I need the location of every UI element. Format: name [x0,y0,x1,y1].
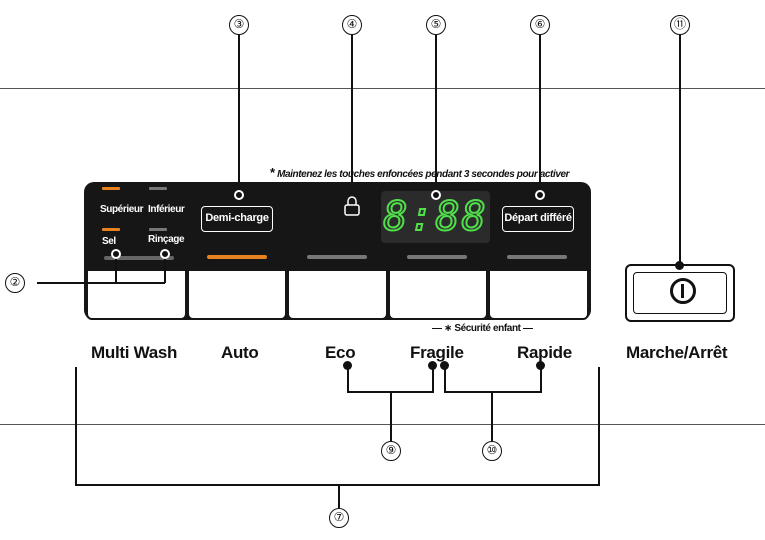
fragile-bar [407,255,467,259]
callout-6: ⑥ [530,15,550,35]
program-keys [86,268,589,322]
bracket-9-stem [390,391,392,441]
eco-dot [343,361,352,370]
multiwash-bar [104,256,174,260]
salt-lower-label: Inférieur [148,204,185,215]
display-digits: 8:88 [382,193,488,241]
leader-2-right-ring [160,249,170,259]
program-label-auto: Auto [221,343,259,362]
padlock-icon [343,195,361,217]
power-button[interactable] [625,264,735,322]
leader-2-right-stem [164,256,166,283]
salt-lower-led [149,187,167,190]
fragile-dot-b [440,361,449,370]
hold-note-marker: * [270,165,275,180]
bracket-10-right [540,366,542,392]
bracket-7-bottom [75,484,600,486]
callout-4: ④ [342,15,362,35]
callout-9: ⑨ [381,441,401,461]
half-load-button[interactable]: Demi-charge [201,206,273,232]
program-label-eco: Eco [325,343,356,362]
eco-key[interactable] [287,268,388,320]
bracket-9-left [347,366,349,392]
power-icon [670,278,696,304]
auto-key[interactable] [187,268,287,320]
hold-note: * Maintenez les touches enfoncées pendan… [270,165,570,180]
callout-5: ⑤ [426,15,446,35]
leader-4 [351,35,353,185]
salt-upper-label: Supérieur [100,204,144,215]
leader-6-ring [535,190,545,200]
rapide-bar [507,255,567,259]
program-label-fragile: Fragile [410,343,464,362]
bracket-9-right [432,366,434,392]
leader-5 [435,35,437,195]
callout-7: ⑦ [329,508,349,528]
auto-bar [207,255,267,259]
bracket-7-right [598,367,600,485]
bracket-7-left [75,367,77,485]
bracket-7-stem [338,484,340,508]
power-label: Marche/Arrêt [626,343,728,362]
leader-11-dot [675,261,684,270]
hold-note-text: Maintenez les touches enfoncées pendant … [277,169,570,180]
fragile-dot-a [428,361,437,370]
callout-3: ③ [229,15,249,35]
program-label-multiwash: Multi Wash [91,343,178,362]
leader-6 [539,35,541,195]
program-label-rapide: Rapide [517,343,572,362]
bracket-10-left [444,366,446,392]
sel-led [102,228,120,231]
leader-3 [238,35,240,195]
child-lock-note: — ∗ Sécurité enfant — [432,323,533,334]
rincage-label: Rinçage [148,234,185,245]
leader-3-ring [234,190,244,200]
fragile-key[interactable] [388,268,488,320]
power-button-face [633,272,727,314]
callout-10: ⑩ [482,441,502,461]
salt-upper-led [102,187,120,190]
eco-bar [307,255,367,259]
rapide-dot [536,361,545,370]
delay-start-button[interactable]: Départ différé [502,206,574,232]
bracket-10-bottom [444,391,542,393]
leader-2-horizontal [37,282,165,284]
multiwash-key[interactable] [86,268,187,320]
leader-2-left-stem [115,256,117,283]
callout-2: ② [5,273,25,293]
sel-label: Sel [102,236,116,247]
rapide-key[interactable] [488,268,589,320]
top-guide-line [0,88,765,89]
rincage-led [149,228,167,231]
leader-5-ring [431,190,441,200]
bracket-10-stem [491,391,493,441]
leader-11 [679,35,681,265]
callout-11: ⑪ [670,15,690,35]
bottom-guide-line [0,424,765,425]
leader-2-left-ring [111,249,121,259]
